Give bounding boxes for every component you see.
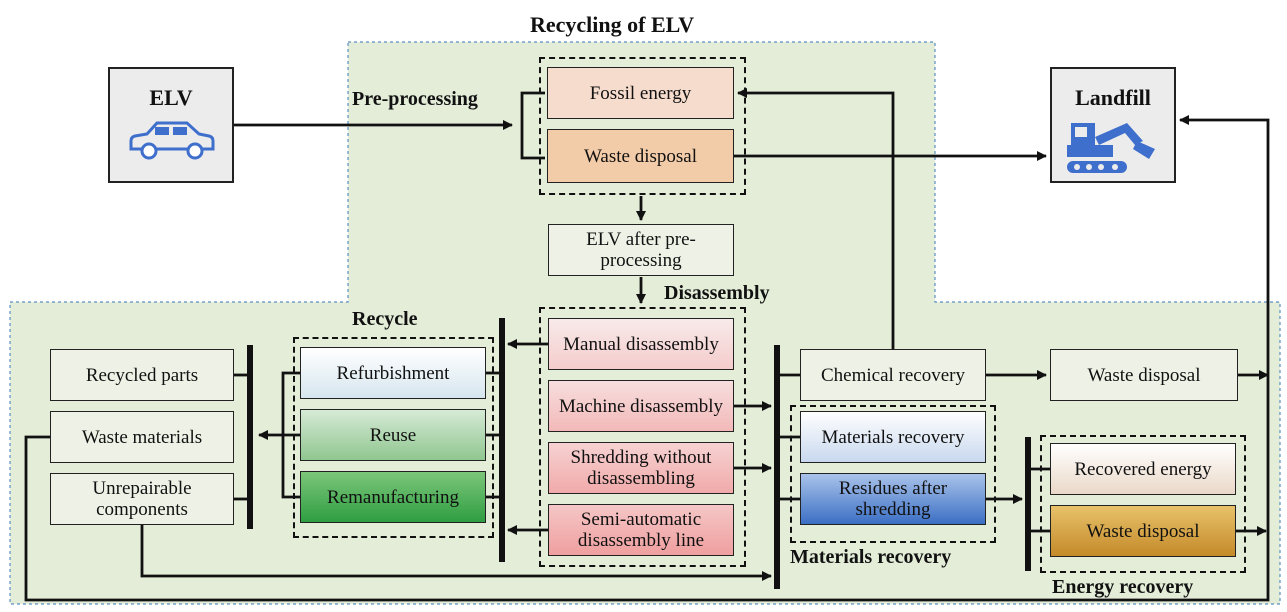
excavator-icon <box>1063 119 1163 184</box>
car-icon <box>125 119 217 168</box>
waste-materials-box: Waste materials <box>50 411 234 463</box>
elv-terminal: ELV <box>108 67 234 183</box>
remanufacturing-box: Remanufacturing <box>300 471 486 523</box>
materials-recovery-label: Materials recovery <box>790 546 952 568</box>
recycle-collector-bar <box>247 345 253 529</box>
waste-materials-loop <box>24 115 1270 602</box>
arrow-unrepairable-to-materials <box>140 525 772 581</box>
landfill-terminal: Landfill <box>1050 67 1176 183</box>
reuse-box: Reuse <box>300 409 486 461</box>
energy-waste-disposal-box: Waste disposal <box>1050 505 1236 557</box>
chemical-recovery-box: Chemical recovery <box>800 349 986 401</box>
preprocess-bracket <box>520 91 545 160</box>
disassembly-collector-bar <box>499 318 505 562</box>
materials-collector-bar <box>774 345 780 589</box>
disassembly-label: Disassembly <box>664 282 770 304</box>
elv-after-preprocessing-box: ELV after pre-processing <box>548 224 734 276</box>
fossil-energy-box: Fossil energy <box>547 67 734 119</box>
unrepairable-components-box: Unrepairable components <box>50 473 234 525</box>
recovered-energy-box: Recovered energy <box>1050 443 1236 495</box>
energy-recovery-label: Energy recovery <box>1052 576 1194 598</box>
materials-waste-disposal-box: Waste disposal <box>1050 349 1238 401</box>
materials-recovery-box: Materials recovery <box>800 411 986 463</box>
machine-disassembly-box: Machine disassembly <box>548 380 734 432</box>
pre-waste-disposal-box: Waste disposal <box>547 129 734 183</box>
recycle-label: Recycle <box>352 308 418 330</box>
arrow-chemical-to-fossil <box>737 88 895 349</box>
energy-collector-bar <box>1025 437 1031 571</box>
semi-automatic-box: Semi-automatic disassembly line <box>548 504 734 556</box>
recycled-parts-box: Recycled parts <box>50 349 234 401</box>
pre-processing-label: Pre-processing <box>352 88 478 110</box>
residues-after-shredding-box: Residues after shredding <box>800 473 986 525</box>
elv-label: ELV <box>149 85 193 110</box>
energy-recovery-group <box>1040 435 1246 573</box>
landfill-label: Landfill <box>1075 85 1151 110</box>
materials-recovery-group <box>790 405 996 543</box>
shredding-box: Shredding without disassembling <box>548 442 734 494</box>
disassembly-group <box>539 307 746 567</box>
diagram-title: Recycling of ELV <box>530 12 695 37</box>
manual-disassembly-box: Manual disassembly <box>548 318 734 370</box>
recycle-group <box>293 337 494 538</box>
pre-processing-group <box>539 57 746 195</box>
refurbishment-box: Refurbishment <box>300 347 486 399</box>
